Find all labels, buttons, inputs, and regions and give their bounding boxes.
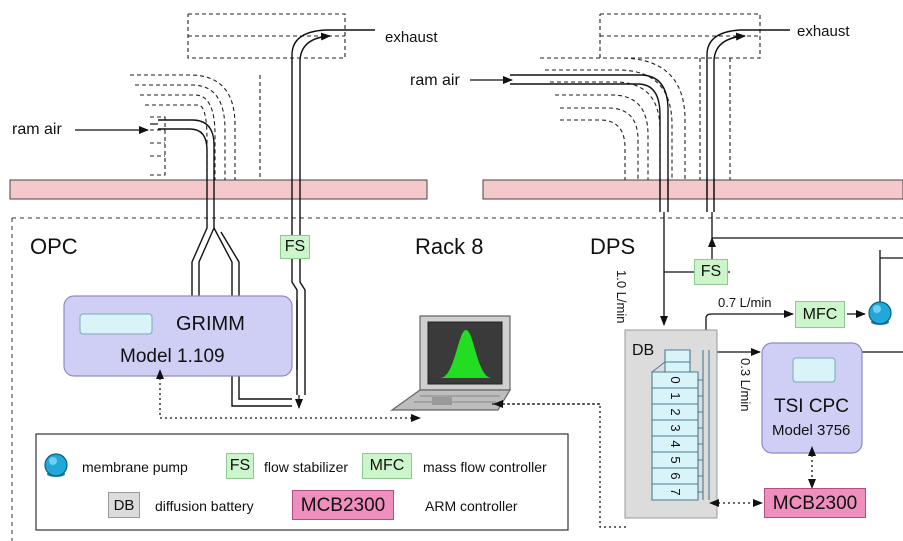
db-channel-number: 1: [668, 392, 683, 399]
legend-mfc-text: mass flow controller: [423, 459, 547, 475]
db-outlet-tube: [702, 350, 710, 500]
mcb2300-box: MCB2300: [764, 488, 866, 518]
fs-right: FS: [694, 259, 728, 285]
db-channel-number: 5: [668, 456, 683, 463]
legend-db-text: diffusion battery: [155, 498, 254, 514]
cpc-display: [792, 357, 836, 383]
ram-air-label-left: ram air: [12, 121, 62, 138]
rack-label: Rack 8: [415, 234, 484, 259]
left-inlet-housing: [130, 13, 346, 180]
db-label: DB: [632, 342, 655, 359]
legend-fs-text: flow stabilizer: [264, 459, 349, 475]
cpc-name: TSI CPC: [774, 396, 849, 417]
dps-label: DPS: [590, 234, 636, 259]
aircraft-wall-right: [482, 179, 903, 200]
legend-pump-text: membrane pump: [82, 459, 188, 475]
grimm-model: Model 1.109: [120, 346, 225, 367]
ram-air-label-right: ram air: [410, 72, 460, 89]
data-connections: [156, 369, 816, 528]
exhaust-label-right: exhaust: [797, 23, 850, 40]
membrane-pump-icon: [868, 301, 892, 325]
right-exhaust-tube: [706, 30, 790, 212]
legend-db-key: DB: [108, 492, 140, 518]
flow-07-label: 0.7 L/min: [718, 295, 772, 310]
flow-03-label: 0.3 L/min: [738, 358, 753, 412]
legend-mcb-text: ARM controller: [425, 498, 518, 514]
mfc-box: MFC: [795, 301, 845, 328]
laptop-icon: [390, 315, 512, 411]
flow-1-label: 1.0 L/min: [614, 270, 629, 324]
legend-mcb-key: MCB2300: [292, 490, 394, 520]
rack-boundary: [11, 217, 903, 541]
grimm-name: GRIMM: [176, 313, 245, 335]
legend-pump-icon: [44, 453, 68, 477]
db-channel-number: 0: [668, 376, 683, 383]
db-channel-number: 6: [668, 472, 683, 479]
db-channel-number: 4: [668, 440, 683, 447]
diffusion-battery-channels: 0 1 2 3 4 5 6 7: [651, 371, 703, 501]
db-channel-number: 3: [668, 424, 683, 431]
right-inlet-tube: [510, 74, 669, 212]
right-inlet-housing: [540, 13, 761, 180]
fs-left: FS: [280, 235, 310, 259]
cpc-model: Model 3756: [772, 422, 851, 439]
db-channel-number: 7: [668, 488, 683, 495]
left-inlet-tube: [158, 119, 215, 212]
legend-fs-key: FS: [226, 453, 254, 479]
grimm-display: [79, 313, 153, 335]
legend-mfc-key: MFC: [362, 453, 412, 479]
exhaust-label-left: exhaust: [385, 29, 438, 46]
left-exhaust-tube: [291, 30, 375, 212]
opc-label: OPC: [30, 234, 78, 259]
aircraft-wall-left: [9, 179, 428, 200]
db-channel-number: 2: [668, 408, 683, 415]
dps-flow-lines: [660, 212, 903, 356]
